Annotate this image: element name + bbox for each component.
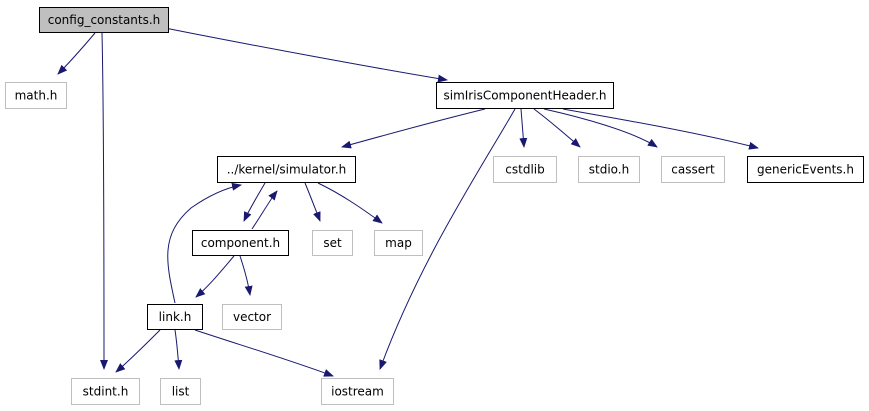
node-box-link — [147, 304, 203, 330]
node-label-set: set — [323, 236, 342, 250]
edge-simulator-to-component — [243, 182, 266, 222]
node-label-stdio: stdio.h — [589, 163, 629, 177]
node-map: map — [374, 230, 423, 256]
node-box-list — [160, 378, 201, 405]
edge-component-to-vector — [239, 255, 253, 296]
node-label-simulator: ../kernel/simulator.h — [227, 163, 347, 177]
edge-config_constants-to-stdint — [99, 32, 108, 370]
node-label-map: map — [385, 236, 412, 250]
edge-component-to-simulator — [251, 190, 278, 230]
node-label-link: link.h — [159, 310, 192, 324]
node-label-iostream: iostream — [331, 385, 384, 399]
node-label-cassert: cassert — [671, 163, 715, 177]
node-label-config_constants: config_constants.h — [48, 13, 161, 27]
node-simIris[interactable]: simIrisComponentHeader.h — [436, 82, 614, 109]
node-iostream: iostream — [321, 378, 394, 405]
node-genericEvents[interactable]: genericEvents.h — [747, 156, 864, 183]
node-stdint: stdint.h — [71, 378, 140, 405]
nodes-layer: config_constants.h math.h simIrisComponent… — [5, 7, 864, 405]
edge-simIris-to-genericEvents — [562, 108, 759, 150]
edge-config_constants-to-math — [57, 32, 96, 75]
node-stdio: stdio.h — [578, 156, 640, 183]
node-label-list: list — [172, 385, 190, 399]
node-label-stdint: stdint.h — [83, 385, 129, 399]
node-label-math: math.h — [15, 89, 58, 103]
node-box-set — [312, 230, 353, 256]
edge-simIris-to-iostream — [379, 108, 516, 370]
node-set: set — [312, 230, 353, 256]
node-box-cstdlib — [493, 156, 557, 183]
edge-link-to-iostream — [194, 329, 334, 377]
node-box-cassert — [661, 156, 725, 183]
edge-simulator-to-map — [317, 182, 383, 224]
node-label-simIris: simIrisComponentHeader.h — [443, 89, 606, 103]
node-box-stdio — [578, 156, 640, 183]
node-math: math.h — [5, 82, 67, 109]
node-vector: vector — [222, 304, 282, 330]
node-box-simulator — [217, 156, 356, 183]
node-label-component: component.h — [201, 236, 280, 250]
node-cassert: cassert — [661, 156, 725, 183]
edge-link-to-stdint — [115, 329, 161, 373]
node-link[interactable]: link.h — [147, 304, 203, 330]
node-config_constants[interactable]: config_constants.h — [39, 7, 169, 33]
edge-simIris-to-cassert — [543, 108, 658, 148]
node-list: list — [160, 378, 201, 405]
edge-config_constants-to-simIris — [164, 27, 448, 83]
node-box-stdint — [71, 378, 140, 405]
edge-simIris-to-cstdlib — [519, 108, 528, 148]
edges-layer — [57, 27, 759, 377]
node-box-simIris — [436, 82, 614, 109]
node-box-vector — [222, 304, 282, 330]
edge-simIris-to-simulator — [341, 108, 486, 149]
node-box-map — [374, 230, 423, 256]
node-box-iostream — [321, 378, 394, 405]
edge-link-to-list — [174, 329, 183, 370]
node-box-component — [192, 230, 289, 256]
node-label-cstdlib: cstdlib — [505, 163, 544, 177]
edge-component-to-link — [195, 255, 235, 298]
node-simulator[interactable]: ../kernel/simulator.h — [217, 156, 356, 183]
node-label-genericEvents: genericEvents.h — [757, 163, 854, 177]
node-box-genericEvents — [747, 156, 864, 183]
node-box-math — [5, 82, 67, 109]
node-component[interactable]: component.h — [192, 230, 289, 256]
edge-link-to-simulator — [167, 182, 242, 304]
node-box-config_constants — [39, 7, 169, 33]
edge-simulator-to-set — [304, 182, 321, 222]
edge-simIris-to-stdio — [533, 108, 581, 148]
node-label-vector: vector — [233, 310, 271, 324]
node-cstdlib: cstdlib — [493, 156, 557, 183]
